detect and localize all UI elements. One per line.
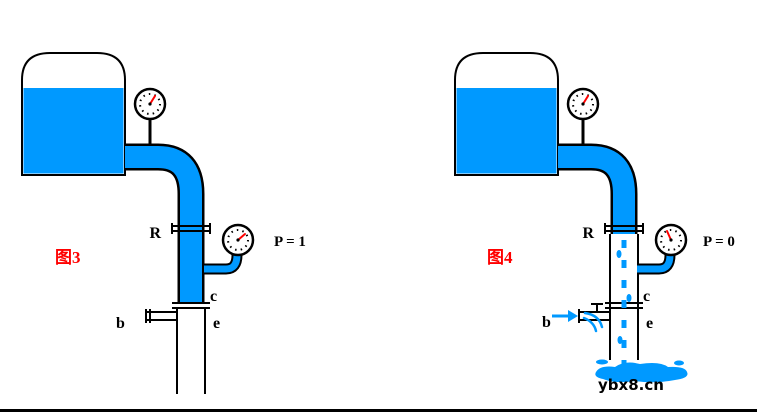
gauge-pipe-water <box>204 254 241 273</box>
figure-title: 图3 <box>55 248 81 267</box>
airflow-arrow-icon <box>552 310 578 322</box>
outlet-b-stub <box>145 309 177 323</box>
valve-r-flange <box>604 223 644 234</box>
water-tank <box>454 52 559 176</box>
gauge-hub <box>236 238 240 242</box>
point-c-label: c <box>643 288 650 305</box>
point-c-label: c <box>210 288 217 305</box>
gauge-hub <box>148 102 152 106</box>
pipe-water <box>558 146 635 234</box>
junction-flange <box>172 302 210 309</box>
outlet-spray <box>582 311 604 333</box>
valve-r-label: R <box>582 225 594 242</box>
puddle <box>595 359 688 383</box>
gauge-hub <box>581 102 585 106</box>
pressure-value-label: P = 1 <box>274 234 306 250</box>
figure-3: R P = 1 图3 b c e <box>21 52 306 394</box>
gauge-ticks <box>660 229 682 251</box>
falling-water <box>616 240 632 366</box>
pressure-value-label: P = 0 <box>703 234 735 250</box>
water-tank <box>21 52 126 176</box>
gauge-pipe-water <box>637 254 674 273</box>
tank-water <box>456 88 557 174</box>
water-drop <box>617 336 623 344</box>
spray-stream <box>583 311 604 329</box>
gauge-ticks <box>227 229 249 251</box>
figure-title: 图4 <box>487 248 513 267</box>
splash-drop <box>596 359 608 365</box>
puddle-body <box>595 362 688 383</box>
tank-pressure-gauge-icon <box>566 87 600 121</box>
figure-4: R P = 0 图4 b c e ybx8.cn <box>454 52 735 394</box>
gauge-hub <box>669 238 673 242</box>
pipe-water <box>125 146 202 303</box>
water-drop <box>626 294 632 302</box>
splash-drop <box>674 360 684 366</box>
point-e-label: e <box>213 315 220 332</box>
arrow-head <box>568 310 578 322</box>
outlet-b-label: b <box>116 315 125 332</box>
spray-stream <box>582 316 598 333</box>
column-pressure-gauge-icon <box>654 223 688 257</box>
outlet-b-stub <box>578 303 610 323</box>
tank-water <box>23 88 124 174</box>
gauge-ticks <box>139 93 161 115</box>
outlet-b-label: b <box>542 314 551 331</box>
valve-r-label: R <box>149 225 161 242</box>
gauge-needle <box>666 230 672 241</box>
site-watermark: ybx8.cn <box>598 376 664 394</box>
gauge-ticks <box>572 93 594 115</box>
column-pressure-gauge-icon <box>221 223 255 257</box>
bottom-border <box>0 409 757 412</box>
water-drop <box>616 250 622 258</box>
point-e-label: e <box>646 315 653 332</box>
valve-r-flange <box>171 223 211 234</box>
tank-pressure-gauge-icon <box>133 87 167 121</box>
